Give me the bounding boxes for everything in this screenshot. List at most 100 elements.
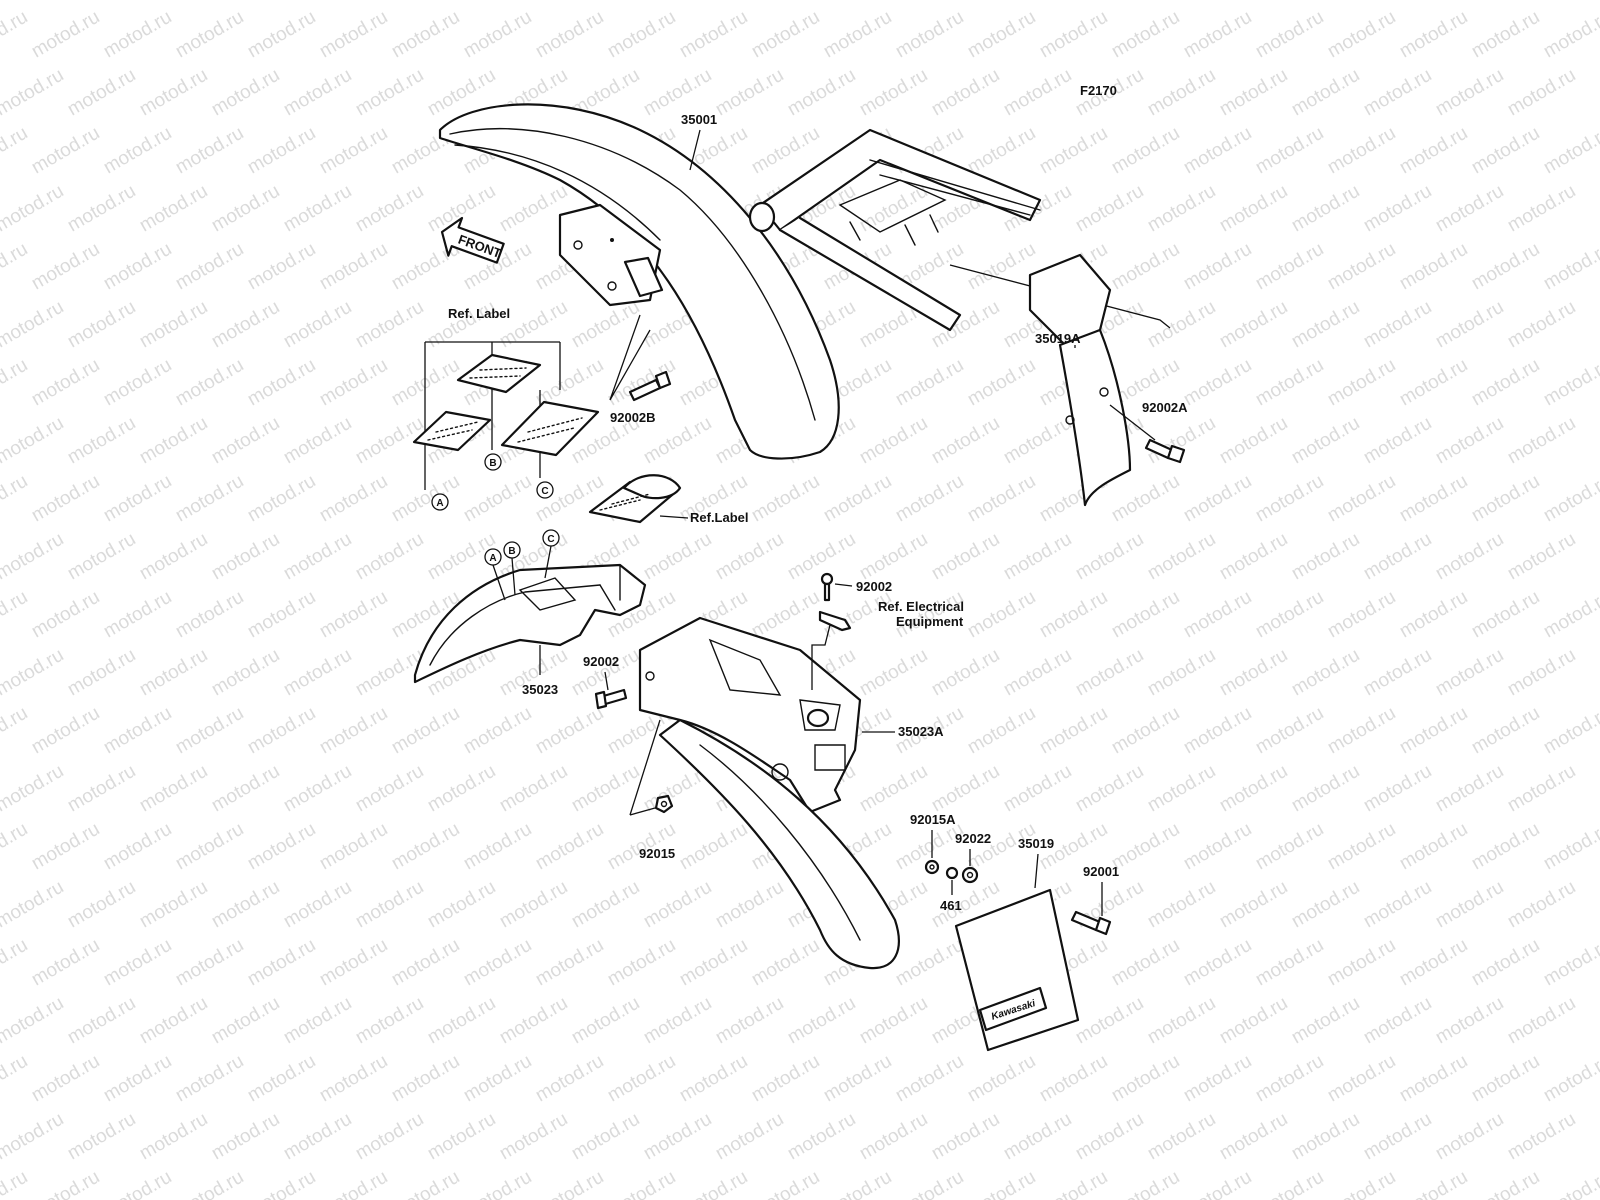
watermark-text: motod.ru [676,7,751,63]
watermark-text: motod.ru [316,935,391,991]
watermark-text: motod.ru [100,1167,175,1200]
watermark-text: motod.ru [892,1051,967,1107]
watermark-text: motod.ru [1288,413,1363,469]
watermark-text: motod.ru [1360,645,1435,701]
watermark-text: motod.ru [1180,819,1255,875]
watermark-text: motod.ru [352,0,427,4]
watermark-text: motod.ru [1396,819,1471,875]
watermark-text: motod.ru [1000,761,1075,817]
watermark-text: motod.ru [1036,123,1111,179]
watermark-text: motod.ru [928,529,1003,585]
watermark-text: motod.ru [28,355,103,411]
watermark-text: motod.ru [640,0,715,4]
label-35019: 35019 [1018,836,1054,851]
watermark-text: motod.ru [316,471,391,527]
label-92002a: 92002A [1142,400,1188,415]
watermark-text: motod.ru [856,993,931,1049]
watermark-text: motod.ru [172,355,247,411]
rear-fender-rear [638,616,900,970]
watermark-text: motod.ru [208,0,283,4]
watermark-text: motod.ru [532,935,607,991]
watermark-text: motod.ru [64,529,139,585]
watermark-text: motod.ru [1072,529,1147,585]
watermark-text: motod.ru [0,413,67,469]
watermark-text: motod.ru [1324,587,1399,643]
watermark-text: motod.ru [568,0,643,4]
watermark-text: motod.ru [208,645,283,701]
watermark-text: motod.ru [424,297,499,353]
leader-callouts-upper [492,545,552,601]
watermark-text: motod.ru [496,1109,571,1165]
watermark-text: motod.ru [0,993,67,1049]
watermark-text: motod.ru [172,935,247,991]
watermark-text: motod.ru [1396,703,1471,759]
label-sheet-c [500,400,600,457]
watermark-text: motod.ru [0,587,31,643]
watermark-text: motod.ru [1324,355,1399,411]
watermark-text: motod.ru [1144,181,1219,237]
watermark-text: motod.ru [1180,1051,1255,1107]
watermark-text: motod.ru [1432,529,1507,585]
watermark-text: motod.ru [1252,7,1327,63]
watermark-text: motod.ru [352,993,427,1049]
watermark-text: motod.ru [1396,355,1471,411]
watermark-text: motod.ru [1468,587,1543,643]
watermark-text: motod.ru [100,123,175,179]
watermark-text: motod.ru [244,7,319,63]
watermark-text: motod.ru [1360,529,1435,585]
watermark-text: motod.ru [100,935,175,991]
watermark-text: motod.ru [352,877,427,933]
watermark-text: motod.ru [1432,993,1507,1049]
watermark-text: motod.ru [1252,935,1327,991]
watermark-text: motod.ru [172,1167,247,1200]
watermark-text: motod.ru [712,529,787,585]
label-sheet-logo [588,474,682,524]
watermark-text: motod.ru [1504,297,1579,353]
watermark-text: motod.ru [172,587,247,643]
watermark-text: motod.ru [388,471,463,527]
bracket-35019a [1028,253,1132,507]
watermark-text: motod.ru [0,355,31,411]
svg-text:C: C [547,534,554,545]
watermark-text: motod.ru [1108,819,1183,875]
watermark-text: motod.ru [1396,587,1471,643]
watermark-text: motod.ru [1540,1167,1600,1200]
watermark-text: motod.ru [712,1109,787,1165]
watermark-text: motod.ru [208,877,283,933]
watermark-text: motod.ru [1180,123,1255,179]
watermark-text: motod.ru [964,471,1039,527]
watermark-text: motod.ru [1504,65,1579,121]
watermark-text: motod.ru [0,1167,31,1200]
watermark-text: motod.ru [856,645,931,701]
watermark-text: motod.ru [208,181,283,237]
watermark-text: motod.ru [532,703,607,759]
leader-ref-label-single [659,515,689,519]
watermark-text: motod.ru [0,123,31,179]
watermark-text: motod.ru [0,0,67,4]
leader-ref-label [424,341,561,490]
leader-92015 [629,719,661,816]
watermark-text: motod.ru [136,645,211,701]
watermark-text: motod.ru [424,761,499,817]
watermark-text: motod.ru [1468,819,1543,875]
watermark-text: motod.ru [1216,877,1291,933]
watermark-text: motod.ru [0,1109,67,1165]
watermark-text: motod.ru [604,7,679,63]
watermark-text: motod.ru [64,993,139,1049]
watermark-text: motod.ru [1072,0,1147,4]
watermark-text: motod.ru [1252,703,1327,759]
watermark-text: motod.ru [532,1051,607,1107]
nut-92015 [654,794,674,814]
label-92001: 92001 [1083,864,1119,879]
watermark-text: motod.ru [1252,819,1327,875]
watermark-text: motod.ru [352,181,427,237]
watermark-text: motod.ru [1252,587,1327,643]
watermark-text: motod.ru [928,645,1003,701]
watermark-text: motod.ru [892,355,967,411]
watermark-text: motod.ru [172,239,247,295]
watermark-text: motod.ru [1468,935,1543,991]
watermark-text: motod.ru [1432,413,1507,469]
watermark-text: motod.ru [316,819,391,875]
label-92002-side: 92002 [583,654,619,669]
